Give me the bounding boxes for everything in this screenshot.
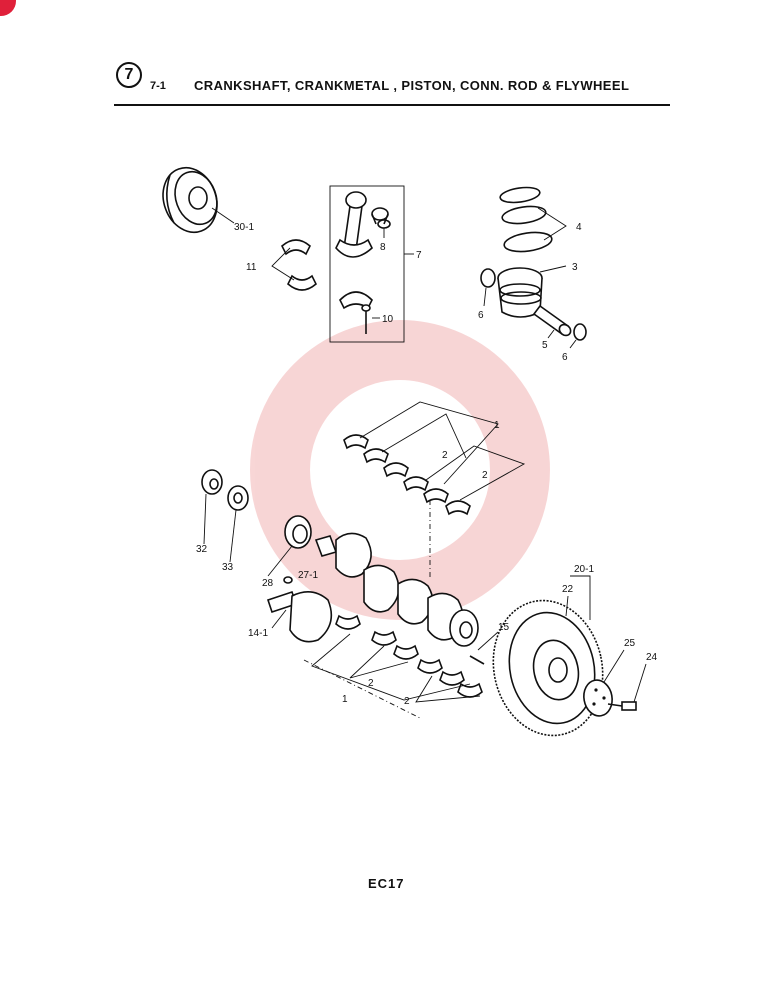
crankshaft-pulley — [162, 166, 218, 234]
section-number-badge: 7 — [116, 62, 142, 88]
callout-5: 5 — [542, 340, 548, 351]
piston — [497, 267, 543, 318]
leader-20-1 — [570, 575, 591, 620]
snap-ring-right — [573, 323, 587, 341]
callout-2-upper-a: 2 — [442, 450, 448, 461]
center-line-lower — [303, 659, 421, 719]
callout-10: 10 — [382, 314, 394, 325]
leader-6a — [483, 287, 487, 307]
leader-24 — [633, 663, 647, 703]
leader-15 — [477, 631, 499, 651]
leader-4 — [537, 207, 567, 241]
callout-2-lower-b: 2 — [404, 696, 410, 707]
flywheel-bolt — [607, 701, 637, 711]
leader-22 — [565, 595, 569, 617]
connecting-rod — [335, 191, 373, 310]
callout-32: 32 — [196, 544, 208, 555]
leader-2-upper-b — [425, 445, 526, 501]
conn-rod-bolt — [361, 304, 371, 334]
callout-25: 25 — [624, 638, 636, 649]
leader-2-lower-a — [349, 645, 409, 679]
conn-rod-assembly-box — [329, 185, 405, 343]
crank-gear — [201, 469, 223, 495]
callout-14-1: 14-1 — [248, 628, 268, 639]
callout-24: 24 — [646, 652, 658, 663]
crankshaft-front-assembly — [266, 590, 333, 643]
leader-25 — [603, 649, 625, 683]
leader-6b — [569, 339, 577, 349]
small-end-bushing — [371, 207, 391, 229]
callout-15: 15 — [498, 622, 510, 633]
callout-2-lower-a: 2 — [368, 678, 374, 689]
leader-28 — [267, 545, 293, 577]
callout-11: 11 — [246, 262, 257, 273]
leader-1-lower — [311, 633, 471, 701]
callout-1-lower: 1 — [342, 694, 348, 705]
callout-33: 33 — [222, 562, 234, 573]
callout-1-upper: 1 — [494, 420, 500, 431]
header-rule — [114, 104, 670, 106]
leader-3 — [539, 265, 567, 273]
callout-7: 7 — [416, 250, 422, 261]
crankshaft — [314, 532, 479, 647]
piston-ring-set — [499, 186, 553, 253]
thrust-washer — [227, 485, 249, 511]
upper-main-bearings — [343, 434, 471, 516]
snap-ring-left — [480, 268, 496, 288]
callout-3: 3 — [572, 262, 578, 273]
callout-20-1: 20-1 — [574, 564, 594, 575]
conn-rod-bearing-pair — [281, 239, 317, 291]
leader-5 — [547, 329, 555, 339]
callout-4: 4 — [576, 222, 582, 233]
callout-30-1: 30-1 — [234, 222, 254, 233]
leader-14-1 — [271, 609, 287, 629]
flywheel-plate — [583, 679, 613, 717]
leader-1-upper — [359, 401, 499, 485]
callout-8: 8 — [380, 242, 386, 253]
callout-22: 22 — [562, 584, 574, 595]
callout-28: 28 — [262, 578, 274, 589]
leader-2-upper-a — [381, 413, 467, 459]
leader-2-lower-b — [415, 675, 481, 703]
callout-6b: 6 — [562, 352, 568, 363]
leader-33 — [229, 509, 237, 563]
woodruff-key — [283, 576, 293, 584]
piston-pin — [532, 304, 572, 337]
lower-main-bearings — [335, 614, 483, 698]
callout-6a: 6 — [478, 310, 484, 321]
leader-11 — [271, 247, 295, 281]
callout-27-1: 27-1 — [298, 570, 318, 581]
page-title: CRANKSHAFT, CRANKMETAL , PISTON, CONN. R… — [194, 78, 630, 93]
callout-2-upper-b: 2 — [482, 470, 488, 481]
leader-32 — [203, 493, 207, 545]
page-code: EC17 — [368, 876, 405, 891]
crankshaft-gear — [284, 515, 312, 549]
dowel-pin — [469, 655, 485, 665]
leader-30-1 — [211, 207, 235, 224]
subsection-number: 7-1 — [150, 80, 166, 92]
flywheel-assembly — [492, 599, 604, 737]
